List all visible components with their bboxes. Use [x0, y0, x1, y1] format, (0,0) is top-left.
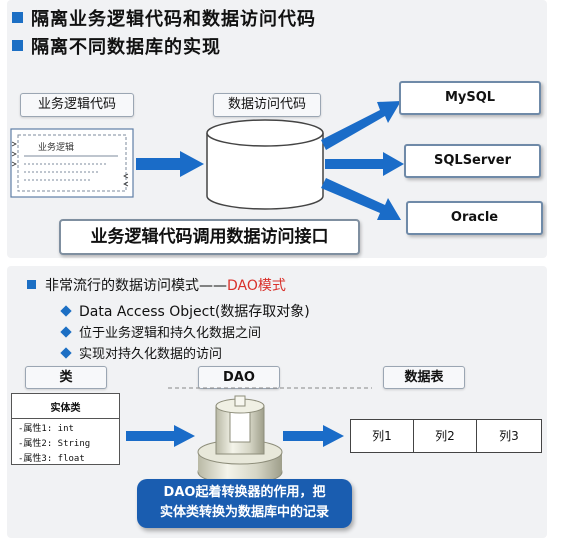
dao-code-label: 数据访问代码	[213, 93, 321, 117]
entity-class-box: 实体类 -属性1: int -属性2: String -属性3: float	[11, 393, 120, 465]
dao-label: DAO	[198, 366, 280, 389]
entity-class-title: 实体类	[12, 394, 119, 419]
data-access-cylinder-icon	[206, 119, 324, 210]
heading-isolate-databases: 隔离不同数据库的实现	[31, 37, 221, 58]
square-bullet-icon	[12, 40, 23, 51]
entity-field-2: -属性2: String	[18, 439, 91, 449]
bottom-arrows	[126, 387, 372, 447]
class-label: 类	[25, 366, 107, 389]
db-oracle: Oracle	[406, 201, 543, 235]
biz-code-label: 业务逻辑代码	[20, 93, 134, 117]
table-column-1: 列1	[350, 419, 414, 453]
square-bullet-icon	[12, 12, 23, 23]
dao-converter-callout: DAO起着转换器的作用，把 实体类转换为数据库中的记录	[137, 479, 352, 528]
heading-isolate-biz-dao: 隔离业务逻辑代码和数据访问代码	[31, 9, 316, 30]
caption-call-interface: 业务逻辑代码调用数据访问接口	[59, 219, 360, 255]
callout-line-2: 实体类转换为数据库中的记录	[159, 505, 329, 520]
table-column-2: 列2	[413, 419, 477, 453]
sub-item-between-layers: 位于业务逻辑和持久化数据之间	[79, 326, 262, 341]
business-logic-document-icon	[10, 128, 134, 198]
arrow-to-oracle	[321, 178, 401, 220]
dao-adapter-icon	[197, 395, 283, 485]
db-mysql: MySQL	[399, 81, 541, 115]
sub-item-data-access-object: Data Access Object(数据存取对象)	[79, 304, 310, 320]
dao-pattern-prefix: 非常流行的数据访问模式——	[45, 278, 227, 294]
arrow-dao-to-table	[283, 425, 344, 447]
entity-field-1: -属性1: int	[18, 424, 74, 434]
dao-pattern-title: 非常流行的数据访问模式——DAO模式	[45, 275, 286, 295]
callout-line-1: DAO起着转换器的作用，把	[163, 485, 326, 500]
table-label: 数据表	[383, 366, 465, 389]
arrow-to-sqlserver	[325, 152, 404, 176]
arrow-class-to-dao	[126, 425, 195, 447]
db-sqlserver: SQLServer	[404, 144, 541, 178]
table-column-3: 列3	[476, 419, 542, 453]
entity-field-3: -属性3: float	[18, 454, 85, 464]
top-arrows	[136, 101, 404, 220]
sub-item-persist-access: 实现对持久化数据的访问	[79, 347, 223, 362]
arrow-to-mysql	[321, 101, 401, 150]
square-bullet-icon	[27, 280, 36, 289]
business-logic-doc-title: 业务逻辑	[38, 143, 75, 153]
dao-pattern-highlight: DAO模式	[227, 278, 286, 294]
arrow-biz-to-dao	[136, 151, 204, 177]
